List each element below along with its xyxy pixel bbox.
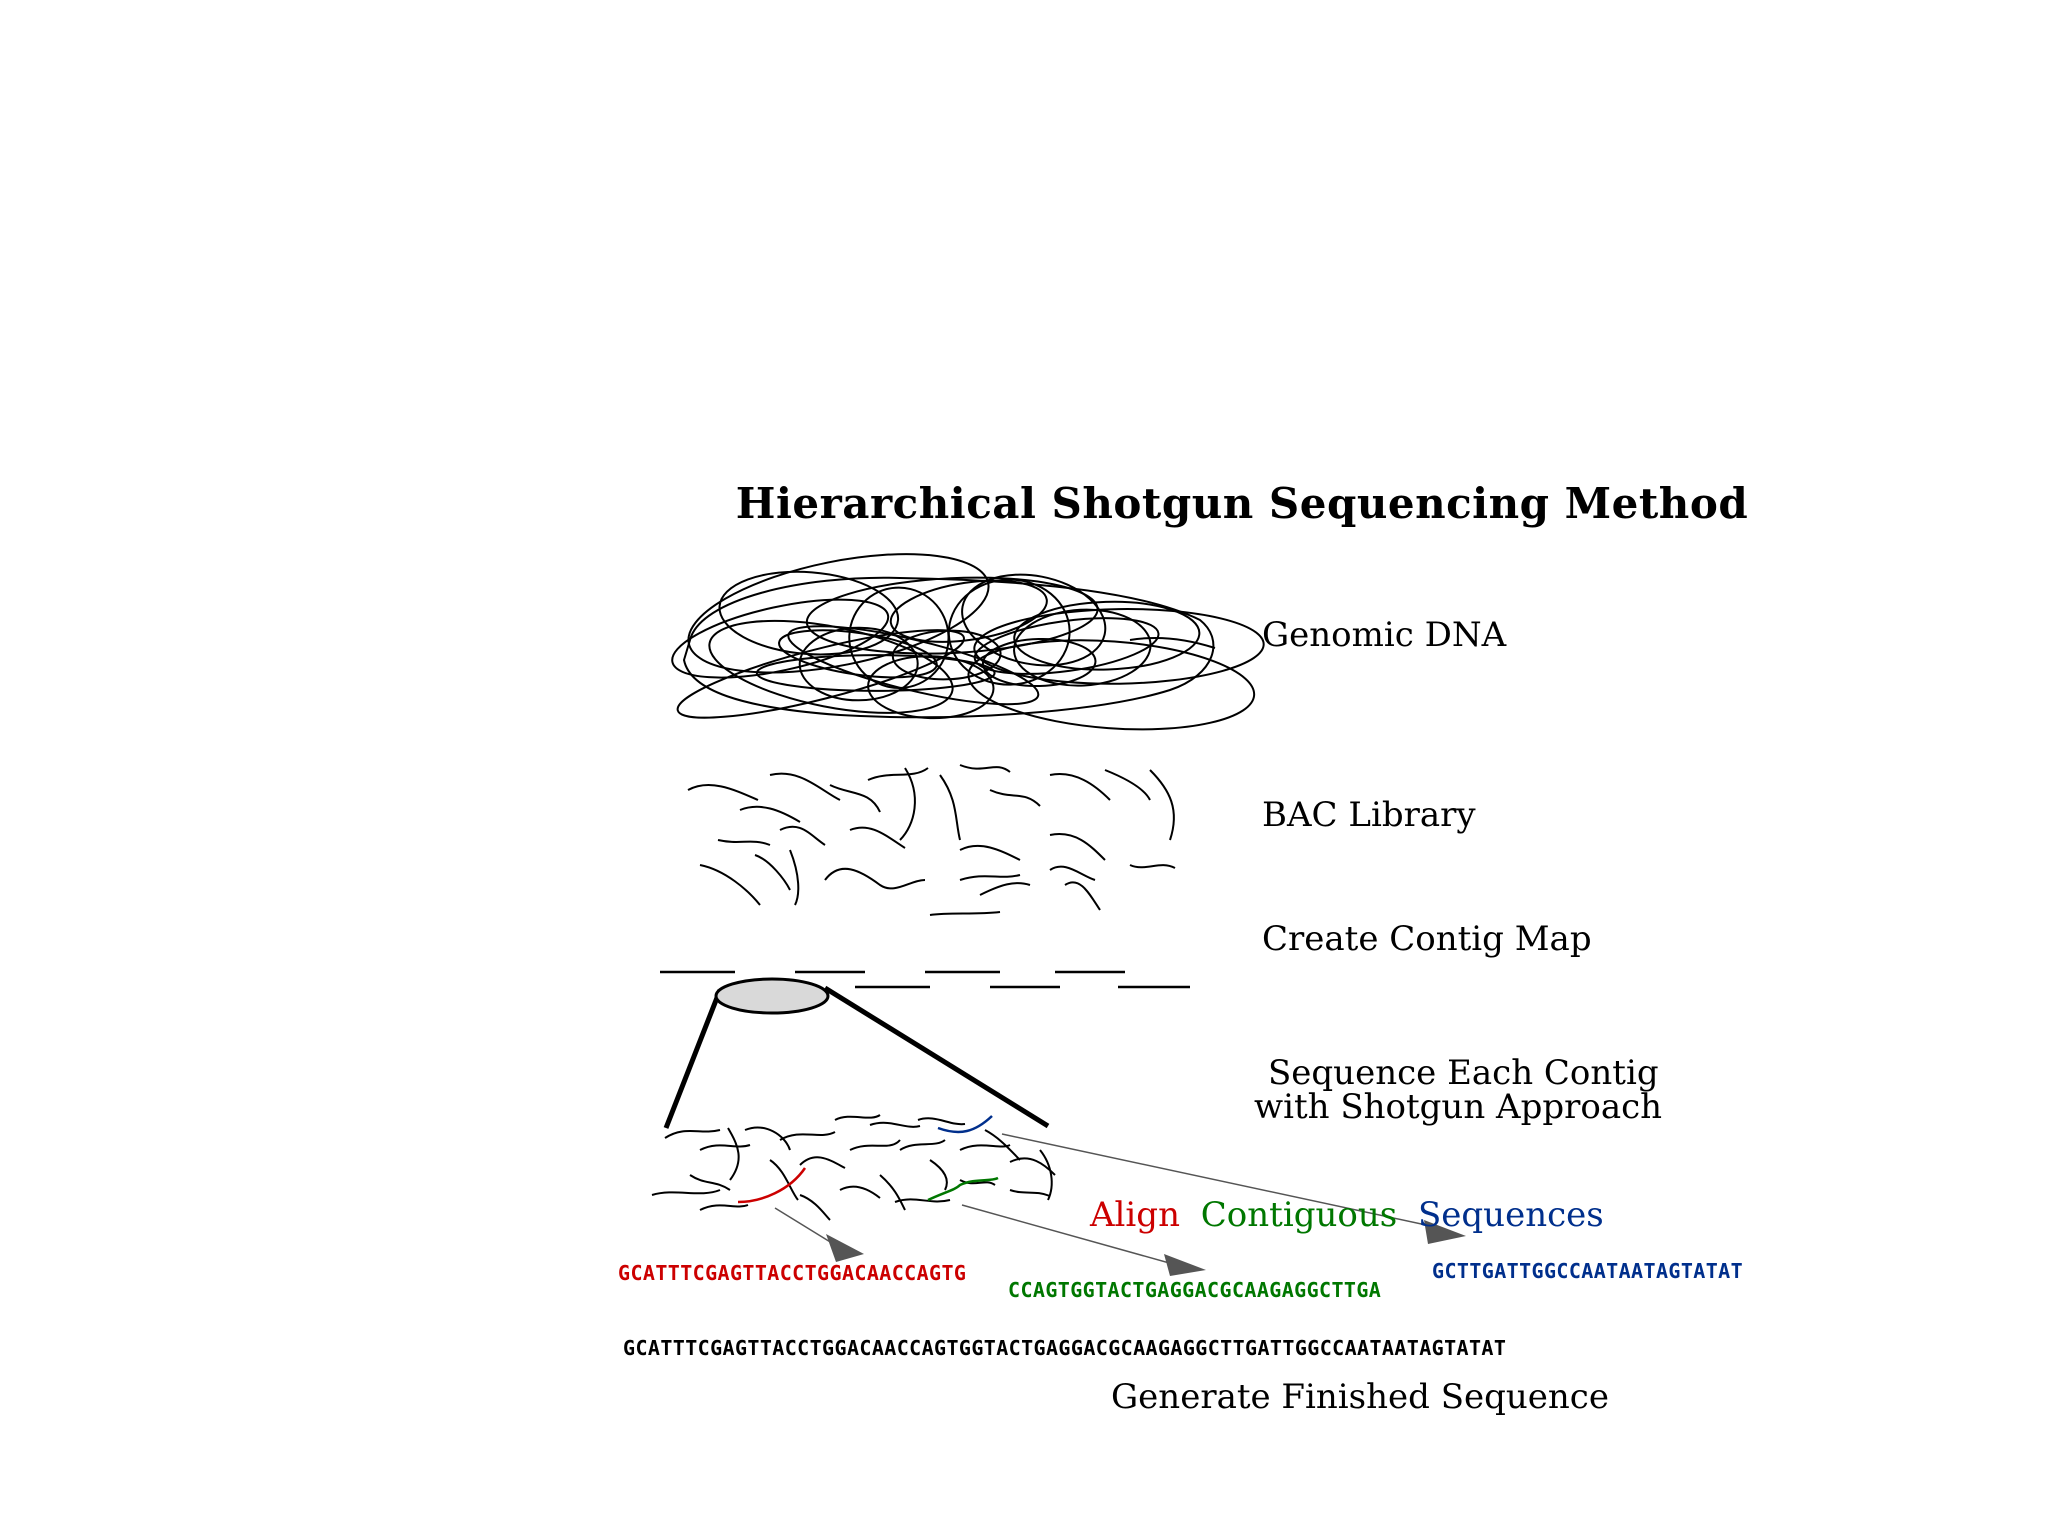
red-fragment (737, 1167, 807, 1204)
dna-loop (967, 639, 1256, 731)
generate-finished-sequence-label: Generate Finished Sequence (1111, 1377, 1609, 1417)
dna-loop (708, 619, 954, 714)
dna-loop (718, 570, 900, 656)
contig-map-illustration (660, 970, 1190, 989)
selected-contig-oval (714, 977, 830, 1015)
dna-loop (1013, 608, 1152, 687)
dna-loop (787, 625, 1040, 706)
sequence-contig-label-line1: Sequence Each Contig (1268, 1053, 1659, 1093)
align-contiguous-sequences-label: Align Contiguous Sequences (1089, 1195, 1604, 1235)
contiguous-word: Contiguous (1201, 1195, 1397, 1235)
dna-loop (798, 626, 919, 702)
sequences-word: Sequences (1418, 1195, 1604, 1235)
genomic-dna-label: Genomic DNA (1262, 615, 1507, 655)
bac-library-fragments-illustration (687, 764, 1176, 916)
dna-loop (973, 617, 1160, 675)
sequence-contig-label-line2: with Shotgun Approach (1254, 1087, 1662, 1127)
red-sequence-read: GCATTTCGAGTTACCTGGACAACCAGTG (618, 1261, 966, 1285)
arrow-head-red (826, 1234, 864, 1262)
create-contig-map-label: Create Contig Map (1262, 919, 1592, 959)
green-sequence-read: CCAGTGGTACTGAGGACGCAAGAGGCTTGA (1008, 1278, 1381, 1302)
green-fragment (927, 1176, 999, 1202)
alignment-arrows (774, 1133, 1466, 1276)
align-word: Align (1089, 1195, 1180, 1235)
blue-sequence-read: GCTTGATTGGCCAATAATAGTATAT (1432, 1259, 1743, 1283)
dna-loop (981, 637, 1097, 688)
arrow-head-blue (1424, 1220, 1466, 1244)
dna-loop (671, 598, 890, 679)
arrow-head-green (1164, 1254, 1206, 1276)
contig-zoom-illustration (663, 977, 1050, 1129)
diagram-title: Hierarchical Shotgun Sequencing Method (736, 479, 1748, 528)
bac-library-label: BAC Library (1262, 795, 1476, 835)
dna-loop (676, 629, 965, 719)
genomic-dna-tangle-illustration (671, 553, 1265, 731)
dna-loop (973, 608, 1265, 685)
dna-strand (1129, 637, 1216, 649)
dna-loop (889, 579, 1048, 643)
dna-outline (682, 576, 1215, 719)
shotgun-fragments-illustration (651, 1114, 1056, 1221)
finished-sequence: GCATTTCGAGTTACCTGGACAACCAGTGGTACTGAGGACG… (623, 1336, 1506, 1360)
dna-loop (1013, 600, 1201, 671)
blue-fragment (937, 1115, 993, 1134)
dna-loop (961, 573, 1107, 667)
